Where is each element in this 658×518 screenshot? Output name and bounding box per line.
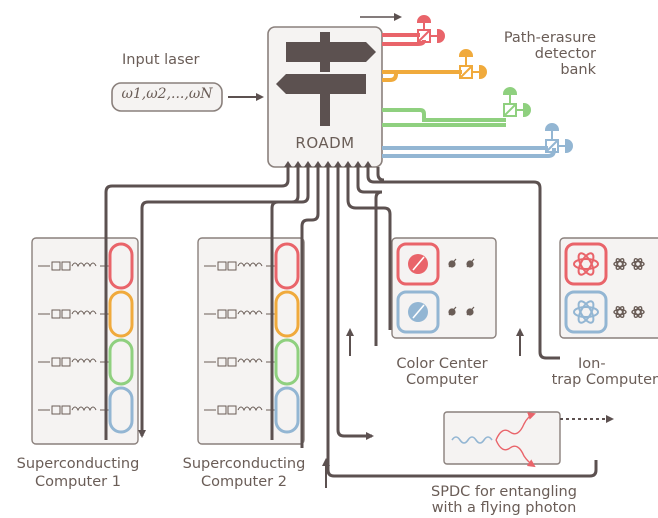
spdc-source bbox=[443, 411, 614, 468]
detector-bank-label-2: detector bbox=[534, 46, 596, 62]
fiber-sc2-a bbox=[270, 167, 310, 440]
color-center-label-2: Computer bbox=[405, 372, 479, 388]
sc2-orange-resonator bbox=[274, 290, 300, 338]
superconducting-computer-2 bbox=[197, 237, 305, 445]
fiber-bundle bbox=[104, 167, 598, 488]
roadm-label: ROADM bbox=[295, 134, 355, 152]
ion-trap-computer bbox=[559, 237, 658, 339]
spin-defect-icon bbox=[448, 258, 475, 316]
it-red-cavity bbox=[564, 242, 608, 286]
frequencies-label: ω1,ω2,...,ωN bbox=[121, 86, 213, 102]
sc1-label-2: Computer 1 bbox=[35, 474, 121, 490]
spdc-box bbox=[443, 411, 561, 465]
sc1-red-resonator bbox=[108, 242, 134, 290]
sc1-blue-resonator bbox=[108, 386, 134, 434]
superconducting-computer-1 bbox=[31, 237, 139, 445]
fiber-it-b bbox=[376, 167, 385, 182]
detector-bank bbox=[360, 13, 573, 158]
sc2-blue-resonator bbox=[274, 386, 300, 434]
atom-icon bbox=[573, 252, 599, 276]
fiber-red-2 bbox=[382, 39, 426, 46]
input-laser bbox=[111, 82, 264, 112]
beam-splitter-detector-icon-green bbox=[502, 87, 531, 118]
input-laser-label: Input laser bbox=[122, 52, 200, 68]
qubit-circuit-icon bbox=[204, 260, 277, 416]
fiber-sc2-b bbox=[300, 167, 320, 448]
sc1-green-resonator bbox=[108, 338, 134, 386]
atom-icon bbox=[613, 257, 645, 319]
roadm-ports bbox=[284, 161, 372, 167]
sc2-red-resonator bbox=[274, 242, 300, 290]
fiber-blue-2 bbox=[382, 148, 556, 158]
beam-splitter-detector-icon-orange bbox=[458, 49, 487, 80]
it-blue-cavity bbox=[564, 290, 608, 334]
fiber-sc1-a bbox=[104, 167, 290, 440]
fiber-cc-a bbox=[346, 167, 392, 330]
spdc-label-1: SPDC for entangling bbox=[431, 484, 577, 500]
wave-photon-icon bbox=[495, 439, 536, 468]
sc1-label-1: Superconducting bbox=[16, 456, 140, 472]
spdc-label-2: with a flying photon bbox=[431, 500, 577, 516]
fiber-spdc-out bbox=[326, 167, 598, 478]
color-center-computer bbox=[391, 237, 497, 339]
input-laser-box bbox=[111, 82, 223, 112]
fiber-sc1-b bbox=[138, 167, 300, 438]
beam-splitter-detector-icon-blue bbox=[544, 123, 573, 154]
sc2-label-1: Superconducting bbox=[182, 456, 306, 472]
fiber-spdc-in bbox=[336, 167, 374, 440]
sc2-green-resonator bbox=[274, 338, 300, 386]
wave-photon-icon bbox=[495, 412, 536, 441]
qubit-circuit-icon bbox=[38, 260, 111, 416]
cc-red-cavity bbox=[396, 242, 440, 286]
fiber-green bbox=[382, 108, 506, 122]
fiber-it-a bbox=[366, 167, 560, 360]
cc-box bbox=[391, 237, 497, 339]
wave-photon-icon bbox=[451, 436, 493, 444]
ion-trap-label-1: Ion- bbox=[578, 356, 606, 372]
color-center-label-1: Color Center bbox=[396, 356, 488, 372]
roadm bbox=[267, 26, 383, 168]
detector-bank-label-3: bank bbox=[560, 62, 596, 78]
cc-blue-cavity bbox=[396, 290, 440, 334]
ion-trap-label-2: trap Computer bbox=[551, 372, 658, 388]
beam-splitter-detector-icon-red bbox=[416, 15, 445, 44]
sc1-orange-resonator bbox=[108, 290, 134, 338]
atom-icon bbox=[573, 300, 599, 324]
sc2-label-2: Computer 2 bbox=[201, 474, 287, 490]
it-box bbox=[559, 237, 658, 339]
fiber-cc-b bbox=[356, 167, 383, 346]
detector-bank-label-1: Path-erasure bbox=[503, 30, 596, 46]
signpost-icon bbox=[276, 32, 376, 126]
fiber-orange-2 bbox=[382, 73, 398, 82]
